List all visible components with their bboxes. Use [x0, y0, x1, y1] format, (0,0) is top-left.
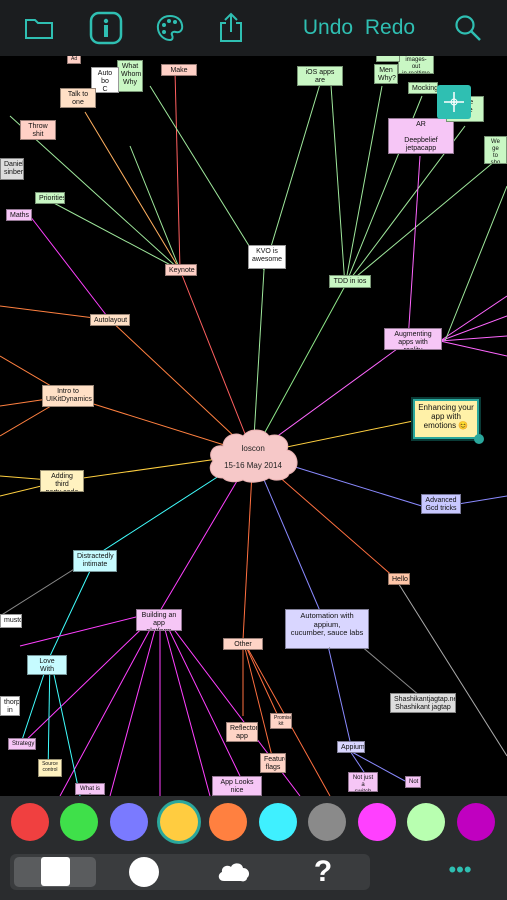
node-strategy[interactable]: Strategy [8, 738, 36, 750]
help-icon[interactable]: ? [313, 855, 333, 888]
node-augmenting[interactable]: Augmenting apps with reality [384, 328, 442, 350]
circle-shape-icon[interactable] [129, 857, 159, 887]
node-images-realtime[interactable]: images-out in realtime [398, 56, 434, 74]
node-priorities[interactable]: Priorities [35, 192, 65, 204]
more-icon[interactable]: ••• [448, 857, 472, 882]
node-men-why[interactable]: Men Why? [374, 64, 398, 84]
color-swatch[interactable] [407, 803, 445, 841]
node-talk-to-one[interactable]: Talk to one person [60, 88, 96, 108]
node-thorpe[interactable]: thorpe in [0, 696, 20, 716]
node-nicete[interactable]: nicete [376, 56, 400, 62]
node-mocking[interactable]: Mocking [408, 82, 438, 94]
resize-handle[interactable] [474, 434, 484, 444]
node-make-tools[interactable]: Make tools [161, 64, 197, 76]
share-icon[interactable] [216, 10, 246, 46]
node-hello[interactable]: Hello [388, 573, 410, 585]
rectangle-shape-icon[interactable] [41, 857, 70, 886]
node-tdd[interactable]: TDD in ios [329, 275, 371, 288]
node-love-device[interactable]: Love With device [27, 655, 67, 675]
node-automation[interactable]: Automation with appium, cucumber, sauce … [285, 609, 369, 649]
info-icon[interactable] [88, 10, 124, 46]
node-source-control[interactable]: Source control [38, 759, 62, 777]
node-not[interactable]: Not [405, 776, 421, 788]
color-swatch[interactable] [160, 803, 198, 841]
node-app-platform[interactable]: Building an app platform [136, 609, 182, 631]
node-feature-flags[interactable]: Feature flags [260, 753, 286, 773]
node-what-is-a[interactable]: What is a [75, 783, 105, 795]
node-shashikant[interactable]: Shashikantjagtap.net Shashikant jagtap [390, 693, 456, 713]
node-other-stuff[interactable]: Other stuff [223, 638, 263, 650]
node-muston[interactable]: muston [0, 614, 22, 628]
color-swatch[interactable] [110, 803, 148, 841]
connection-lines [0, 70, 507, 796]
node-reflector[interactable]: Reflector app [226, 722, 258, 742]
central-topic-cloud[interactable]: Ioscon 15-16 May 2014 [205, 426, 301, 484]
cloud-tool-icon[interactable] [216, 861, 252, 883]
color-swatch[interactable] [209, 803, 247, 841]
node-appium[interactable]: Appium [337, 741, 365, 753]
node-keynote[interactable]: Keynote [165, 264, 197, 276]
redo-button[interactable]: Redo [364, 16, 416, 39]
node-kvo[interactable]: KVO is awesome [248, 245, 286, 269]
central-topic-title: Ioscon [241, 444, 265, 453]
node-ad[interactable]: Ad [67, 56, 81, 64]
color-swatch[interactable] [358, 803, 396, 841]
node-throw-away[interactable]: Throw shit away [20, 120, 56, 140]
node-daniel[interactable]: Daniel sinberg [0, 158, 24, 180]
color-swatch[interactable] [259, 803, 297, 841]
node-ar[interactable]: AR Deepbelief jetpacapp Euphoria [388, 118, 454, 154]
color-swatch[interactable] [308, 803, 346, 841]
color-swatch[interactable] [11, 803, 49, 841]
node-promise-kit[interactable]: Promise kit [270, 713, 292, 729]
drag-handle[interactable] [437, 85, 471, 119]
node-what-whom-why[interactable]: What Whom Why [117, 60, 143, 92]
node-gcd[interactable]: Advanced Gcd tricks [421, 494, 461, 514]
node-app-locale[interactable]: App Looks nice on locale too [212, 776, 262, 796]
undo-button[interactable]: Undo [302, 16, 354, 39]
folder-icon[interactable] [22, 10, 56, 46]
palette-icon[interactable] [153, 10, 187, 46]
node-distractedly[interactable]: Distractedly intimate [73, 550, 117, 572]
color-swatch[interactable] [457, 803, 495, 841]
move-icon [444, 92, 464, 112]
central-topic-date: 15-16 May 2014 [224, 461, 282, 470]
node-we-get-to-show[interactable]: We ge to sho Bengalure [484, 136, 507, 164]
node-emotions-selected[interactable]: Enhancing your app with emotions 😊 [413, 399, 479, 439]
node-third-party[interactable]: Adding third party code [40, 470, 84, 492]
mind-map-canvas[interactable]: Ioscon 15-16 May 2014 KVO is awesome TDD… [0, 56, 507, 796]
top-toolbar: Undo Redo [0, 0, 507, 56]
search-icon[interactable] [452, 10, 484, 46]
node-not-just-switch[interactable]: Not just a switch or [348, 772, 378, 792]
node-uikitdynamics[interactable]: Intro to UIKitDynamics [42, 385, 94, 407]
node-autolayout[interactable]: Autolayout [90, 314, 130, 326]
node-gesture-driven[interactable]: iOS apps are gesture driven [297, 66, 343, 86]
cloud-shape-icon [209, 429, 298, 483]
node-maths[interactable]: Maths [6, 209, 32, 221]
color-swatch[interactable] [60, 803, 98, 841]
